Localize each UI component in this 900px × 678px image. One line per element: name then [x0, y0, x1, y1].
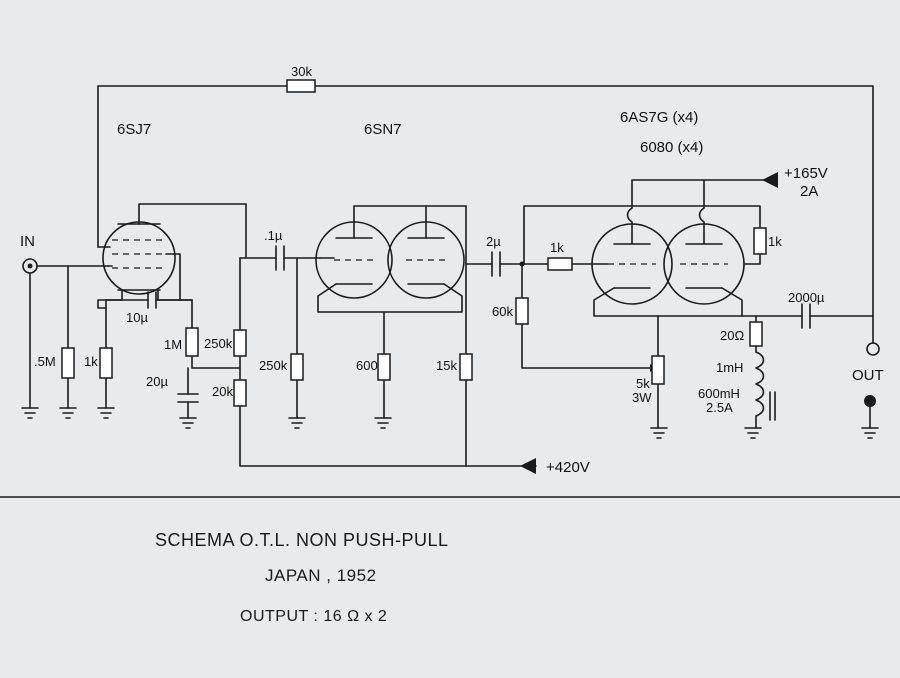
resistor-15k: [459, 353, 473, 381]
label-20u: 20µ: [146, 374, 168, 389]
label-250k-a: 250k: [204, 336, 233, 351]
resistor-1m: [185, 327, 199, 357]
label-6as7g: 6AS7G (x4): [620, 109, 698, 126]
capacitor-10u: [147, 291, 157, 309]
label-05m: .5M: [34, 354, 56, 369]
inductor-coil: [755, 351, 765, 429]
resistor-05m: [61, 347, 75, 379]
wire-1m: [191, 299, 241, 369]
label-20ohm: 20Ω: [720, 328, 744, 343]
label-2000u: 2000µ: [788, 290, 825, 305]
tube-output-stage: [591, 179, 769, 317]
feedback-wire-left: [97, 85, 288, 248]
label-6sn7: 6SN7: [364, 121, 402, 138]
label-in: IN: [20, 233, 35, 250]
label-60k: 60k: [492, 304, 513, 319]
label-2a: 2A: [800, 183, 818, 200]
caption-title: SCHEMA O.T.L. NON PUSH-PULL: [155, 530, 449, 550]
label-grid-1k: 1k: [550, 240, 564, 255]
capacitor-2000u: [801, 303, 811, 329]
wire-plate-chain: [239, 257, 537, 467]
resistor-20k: [233, 379, 247, 407]
tube-6sj7: [97, 203, 247, 309]
label-165v: +165V: [784, 165, 828, 182]
label-30k: 30k: [291, 64, 312, 79]
label-15k: 15k: [436, 358, 457, 373]
label-plate-1k: 1k: [768, 234, 782, 249]
resistor-600: [377, 353, 391, 381]
label-3w: 3W: [632, 390, 652, 405]
wire-60k: [521, 263, 651, 369]
label-250k-b: 250k: [259, 358, 288, 373]
label-25a: 2.5A: [706, 400, 733, 415]
capacitor-01u: [275, 245, 285, 271]
label-2u: 2µ: [486, 234, 501, 249]
supply-165v-arrow: [762, 172, 778, 188]
supply-420v-arrow: [520, 458, 536, 474]
resistor-1k-cathode: [99, 347, 113, 379]
resistor-60k: [515, 297, 529, 325]
ground-symbols: [21, 407, 879, 439]
caption-output: OUTPUT : 16 Ω x 2: [240, 608, 388, 625]
resistor-250k-b: [290, 353, 304, 381]
label-5k: 5k: [636, 376, 650, 391]
output-terminal-ground[interactable]: [864, 395, 876, 407]
label-420v: +420V: [546, 459, 590, 476]
inductor-core: [769, 391, 776, 421]
output-terminal-hot[interactable]: [866, 342, 880, 356]
label-10u: 10µ: [126, 310, 148, 325]
capacitor-2u: [491, 251, 501, 277]
resistor-30k: [286, 79, 316, 93]
label-1k-cathode: 1k: [84, 354, 98, 369]
tube-6sn7: [315, 205, 467, 313]
label-600: 600: [356, 358, 378, 373]
label-1m: 1M: [164, 337, 182, 352]
label-6080: 6080 (x4): [640, 139, 703, 156]
resistor-grid-1k: [547, 257, 573, 271]
resistor-250k-a: [233, 329, 247, 357]
wire-plate-rail: [523, 205, 761, 265]
label-20k: 20k: [212, 384, 233, 399]
label-out: OUT: [852, 367, 884, 384]
label-600mh: 600mH: [698, 386, 740, 401]
resistor-plate-1k: [753, 227, 767, 255]
resistor-20ohm: [749, 321, 763, 347]
caption-origin: JAPAN , 1952: [265, 566, 377, 585]
feedback-wire-right: [314, 85, 874, 344]
input-jack-center: [27, 263, 33, 269]
label-01u: .1µ: [264, 228, 283, 243]
potentiometer-5k: [651, 355, 665, 385]
label-6sj7: 6SJ7: [117, 121, 151, 138]
capacitor-20u: [177, 393, 199, 403]
label-1mh: 1mH: [716, 360, 743, 375]
